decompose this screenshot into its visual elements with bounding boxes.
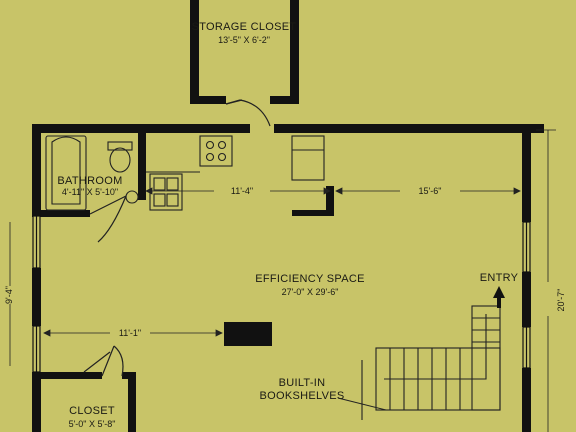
storage-right-wall [290, 0, 299, 100]
stairs [361, 305, 501, 420]
left-wall-middle [32, 268, 41, 326]
kitchen-sink [149, 173, 183, 211]
bookshelves-label-line2: BOOKSHELVES [259, 390, 344, 402]
right-wall-middle [522, 272, 531, 327]
windows [32, 215, 531, 373]
dim-left-width: 11'-1" [119, 328, 141, 338]
bathroom-right-wall [138, 130, 146, 200]
dim-arrow-5 [43, 329, 51, 337]
closet-size: 5'-0" X 5'-8" [69, 419, 116, 429]
efficiency-space-size: 27'-0" X 29'-6" [282, 287, 339, 297]
toilet-bowl [109, 147, 131, 173]
bathroom-door-swing [89, 195, 127, 243]
dim-arrow-6 [215, 329, 223, 337]
right-wall-upper [522, 124, 531, 222]
stove [199, 135, 233, 167]
entry-arrow-icon [493, 286, 505, 308]
storage-closet-title: STORAGE CLOSET [192, 21, 297, 33]
walls [32, 0, 544, 432]
partition-stub-bottom [292, 210, 334, 216]
doors [83, 99, 271, 377]
sink-bowl-3 [153, 193, 166, 207]
bookshelves-label-line1: BUILT-IN [279, 377, 326, 389]
toilet-tank [107, 141, 133, 151]
bathroom-title: BATHROOM [57, 175, 122, 187]
dim-arrow-1 [145, 187, 153, 195]
dim-overall-height: 20'-7" [556, 289, 566, 312]
dim-arrow-2 [323, 187, 331, 195]
closet-door-swing [101, 345, 124, 377]
bookshelves-leader [337, 397, 387, 411]
sink-bowl-2 [166, 177, 179, 191]
stair-run-upper [471, 305, 501, 411]
dim-right-width: 15'-6" [419, 186, 442, 196]
partition-stub [326, 186, 334, 216]
storage-bottom-wall-left [190, 96, 226, 104]
storage-bottom-wall-right [270, 96, 299, 104]
entry-label: ENTRY [480, 272, 519, 284]
left-wall-upper [32, 124, 41, 216]
dim-kitchen-width: 11'-4" [231, 186, 253, 196]
stair-direction-line [384, 314, 487, 380]
top-wall-right [274, 124, 544, 133]
top-wall-left [32, 124, 250, 133]
left-wall-lower [32, 372, 41, 432]
bathtub-basin [51, 136, 81, 205]
sink-bowl-1 [153, 177, 166, 191]
closet-door-leaf [83, 351, 111, 373]
closet-title: CLOSET [69, 405, 115, 417]
burner-1 [205, 140, 215, 150]
storage-left-wall [190, 0, 199, 100]
refrigerator [291, 135, 325, 181]
burner-3 [205, 152, 215, 162]
storage-door-leaf [225, 99, 243, 105]
storage-closet-size: 13'-5" X 6'-2" [218, 35, 270, 45]
storage-door-swing [225, 99, 271, 127]
bathroom-sink [125, 190, 139, 204]
dim-left-height: 9'-4" [4, 286, 14, 304]
burner-2 [217, 140, 227, 150]
column-block [224, 322, 272, 346]
efficiency-space-title: EFFICIENCY SPACE [255, 273, 365, 285]
bathroom-bottom-wall [32, 210, 90, 217]
closet-top-wall [40, 372, 102, 379]
right-wall-lower [522, 368, 531, 432]
burner-4 [217, 152, 227, 162]
bathtub [45, 135, 87, 211]
bathroom-size: 4'-11" X 5'-10" [62, 187, 118, 197]
dimension-lines [9, 129, 556, 432]
sink-bowl-4 [166, 193, 179, 207]
closet-right-wall [128, 372, 136, 432]
fixtures [45, 135, 325, 211]
dim-arrow-4 [513, 187, 521, 195]
dim-arrow-3 [335, 187, 343, 195]
